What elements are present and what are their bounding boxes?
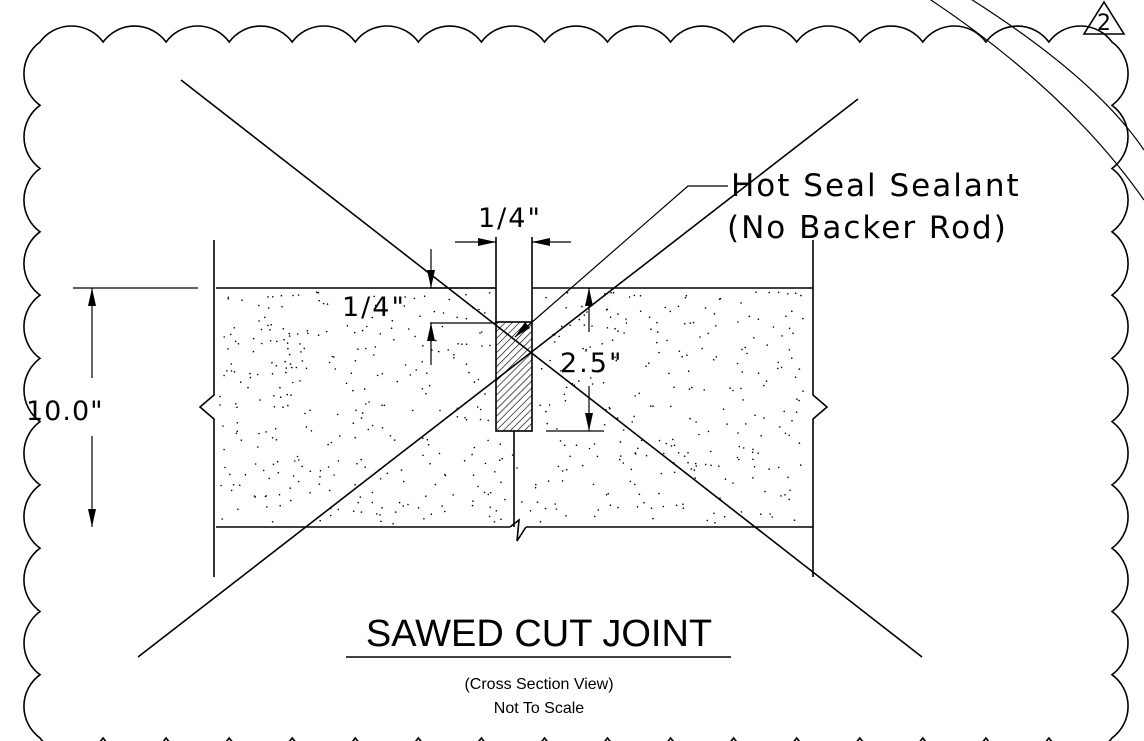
- sealant-depth-label: 1/4": [342, 292, 406, 323]
- callout-line-1: Hot Seal Sealant: [731, 168, 1021, 204]
- sealant-depth-dimension: 1/4": [342, 249, 496, 365]
- corner-arcs: [929, 0, 1144, 201]
- drawing-title: SAWED CUT JOINT: [366, 613, 712, 655]
- view-label: (Cross Section View): [464, 676, 613, 693]
- sealant-callout: Hot Seal Sealant (No Backer Rod): [514, 168, 1021, 338]
- slab-thickness-label: 10.0": [26, 396, 104, 427]
- joint-width-dimension: 1/4": [455, 203, 571, 246]
- slab-thickness-dimension: 10.0": [26, 287, 198, 527]
- joint-width-label: 1/4": [478, 203, 542, 234]
- saw-cut: [495, 237, 533, 527]
- revision-delta: 2: [1082, 0, 1126, 36]
- cut-depth-label: 2.5": [560, 348, 623, 379]
- scale-label: Not To Scale: [494, 700, 585, 717]
- sealant-hatch: [495, 321, 533, 432]
- revision-cloud-border: [23, 25, 1129, 741]
- cut-depth-dimension: 2.5": [546, 288, 623, 432]
- title-block: SAWED CUT JOINT (Cross Section View) Not…: [346, 613, 731, 717]
- cross-out-x: [137, 79, 923, 658]
- concrete-slab: [198, 240, 829, 577]
- callout-line-2: (No Backer Rod): [727, 210, 1008, 246]
- revision-number: 2: [1097, 11, 1111, 36]
